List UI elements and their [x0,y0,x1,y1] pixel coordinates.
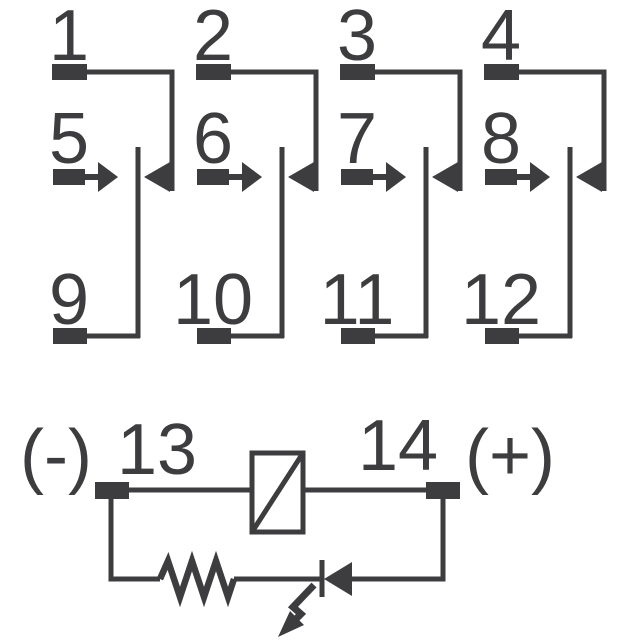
moving-contact-arrow-icon [530,162,550,192]
relay-coil-box-icon [249,450,306,535]
moving-contact-arrow-icon [386,162,406,192]
indicator-branch-left [108,497,160,582]
coil-circuit: (-) 13 14 (+) [20,406,555,637]
relay-coil-diagonal [249,451,306,534]
terminal-pad-common [341,169,373,185]
relay-pole-3: 3 7 11 [320,0,463,344]
pin-label-top: 4 [481,0,521,76]
pin-label-common: 8 [481,99,521,179]
led-diode-arrow-icon [324,562,352,596]
fixed-contact-arrow-icon [576,162,602,192]
pin-label-top: 3 [337,0,377,76]
terminal-pad-14 [426,482,460,499]
pin-label-bottom: 12 [461,260,541,340]
terminal-pad-bottom [341,328,375,344]
terminal-pad-common [485,169,517,185]
led-emission-bolt [287,582,317,623]
fixed-contact-wire [519,69,607,191]
pin-label-common: 6 [193,99,233,179]
terminal-pad-bottom [197,328,231,344]
pin-label-top: 1 [49,0,89,76]
fixed-contact-wire [375,69,463,191]
pin-label-common: 7 [337,99,377,179]
fixed-contact-arrow-icon [288,162,314,192]
terminal-pad-common [53,169,85,185]
terminal-pad-top [340,64,375,80]
polarity-negative-label: (-) [20,416,92,496]
fixed-contact-wire [231,69,319,191]
terminal-pad-bottom [485,328,519,344]
led-emission-arrowhead-icon [278,611,304,637]
terminal-pad-top [196,64,231,80]
pin-label-bottom: 11 [320,260,395,340]
pin-label-top: 2 [193,0,233,76]
terminal-pad-bottom [53,328,87,344]
moving-contact-arrow-icon [242,162,262,192]
fixed-contact-arrow-icon [144,162,170,192]
pin-label-bottom: 10 [173,260,253,340]
resistor-zigzag-icon [157,550,238,608]
moving-contact-arrow-icon [98,162,118,192]
pin-label-bottom: 9 [49,260,89,340]
polarity-positive-label: (+) [465,416,555,496]
relay-pole-2: 2 6 10 [173,0,319,344]
indicator-branch-right [352,497,446,582]
terminal-pad-common [197,169,229,185]
terminal-pad-top [52,64,87,80]
terminal-pad-top [484,64,519,80]
fixed-contact-wire [87,69,175,191]
fixed-contact-arrow-icon [432,162,458,192]
relay-pole-4: 4 8 12 [461,0,607,344]
pin-label-13: 13 [117,410,197,490]
terminal-pad-13 [95,482,129,499]
relay-pole-1: 1 5 9 [49,0,175,344]
pin-label-14: 14 [358,406,438,486]
pin-label-common: 5 [49,99,89,179]
